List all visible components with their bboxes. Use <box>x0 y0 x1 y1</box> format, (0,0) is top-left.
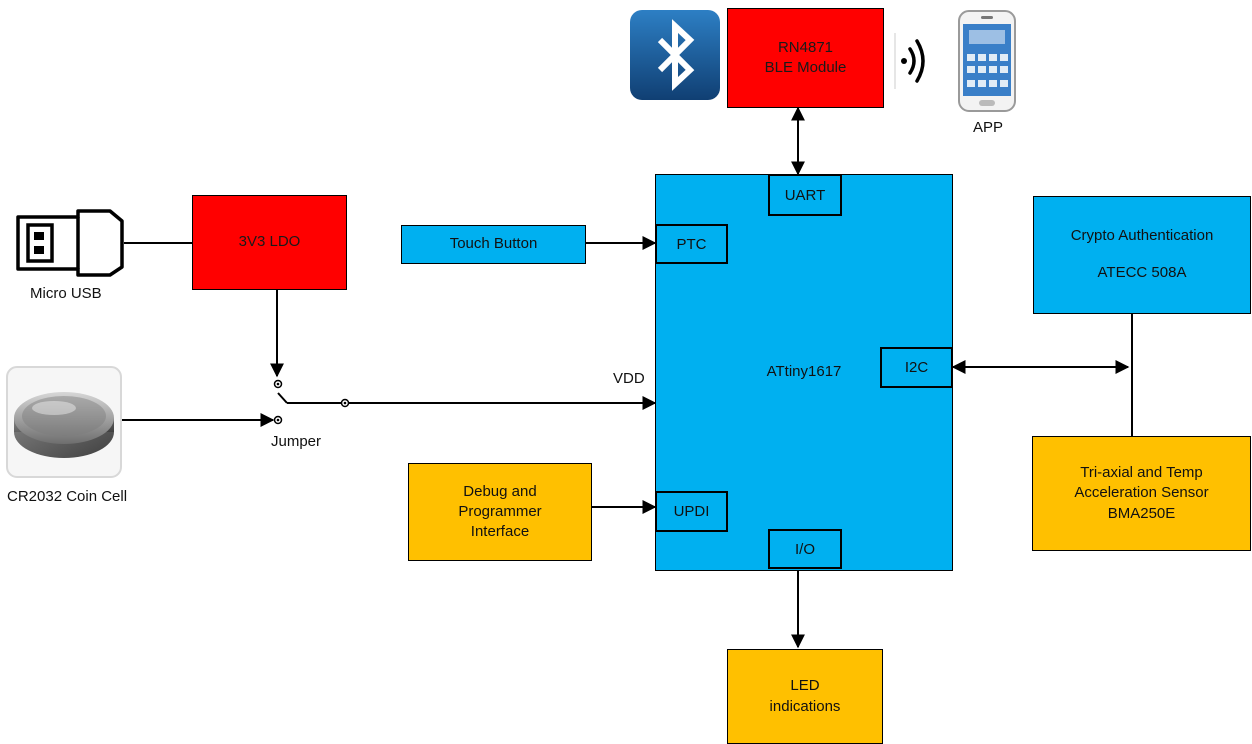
touch-button-block: Touch Button <box>401 225 586 264</box>
accelerometer-block: Tri-axial and Temp Acceleration Sensor B… <box>1032 436 1251 551</box>
io-port: I/O <box>768 529 842 569</box>
ptc-port: PTC <box>655 224 728 264</box>
uart-port: UART <box>768 174 842 216</box>
app-label: APP <box>973 119 1004 136</box>
updi-port: UPDI <box>655 491 728 532</box>
ble-module-block: RN4871 BLE Module <box>727 8 884 108</box>
bluetooth-icon <box>630 10 720 100</box>
coin-cell-battery-icon <box>6 366 122 478</box>
ldo-block: 3V3 LDO <box>192 195 347 290</box>
debug-programmer-block: Debug and Programmer Interface <box>408 463 592 561</box>
jumper-label: Jumper <box>271 433 322 450</box>
coin-cell-label: CR2032 Coin Cell <box>7 488 128 505</box>
crypto-auth-block: Crypto Authentication ATECC 508A <box>1033 196 1251 314</box>
smartphone-icon <box>958 10 1016 112</box>
led-indications-block: LED indications <box>727 649 883 744</box>
mcu-label: ATtiny1617 <box>766 363 842 381</box>
i2c-port: I2C <box>880 347 953 388</box>
micro-usb-label: Micro USB <box>30 285 102 302</box>
usb-plug-icon <box>14 207 126 279</box>
jumper-lever <box>277 392 288 404</box>
wireless-signal-icon <box>893 33 929 89</box>
vdd-label: VDD <box>613 370 645 387</box>
